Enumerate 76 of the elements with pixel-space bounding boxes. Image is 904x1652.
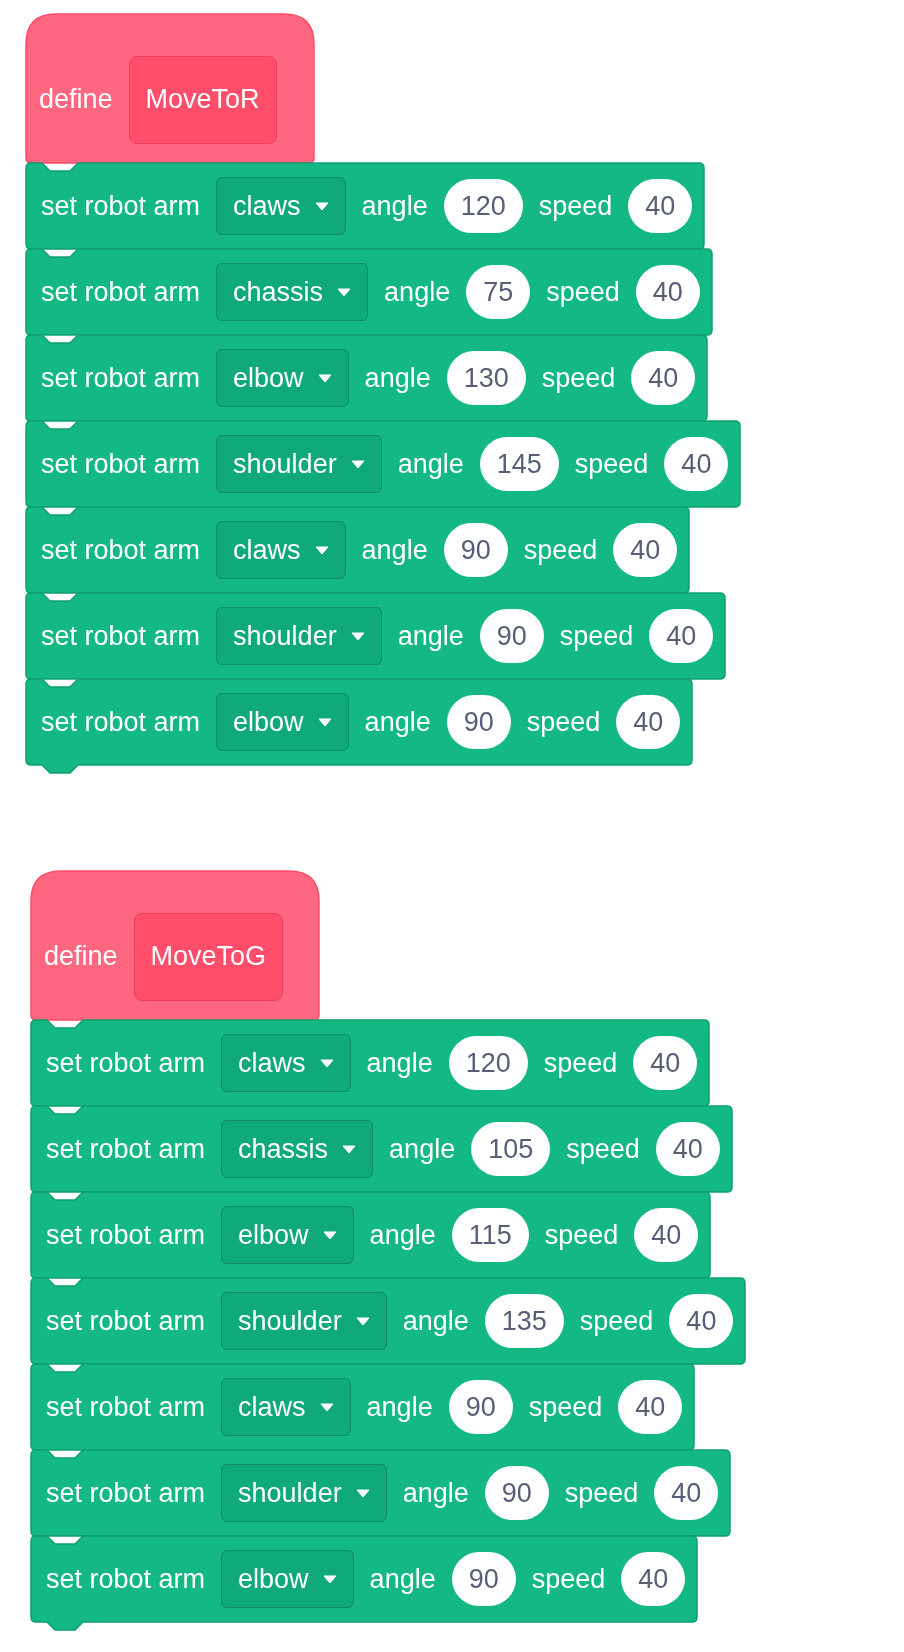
block-label: speed bbox=[543, 1047, 618, 1079]
dropdown-menu: shoulder bbox=[216, 607, 382, 665]
dropdown-menu: chassis bbox=[216, 263, 369, 321]
block-label: angle bbox=[361, 534, 428, 566]
block-label: angle bbox=[369, 1563, 436, 1595]
procedure-name-label: MoveToR bbox=[128, 55, 277, 144]
block-label: set robot arm bbox=[46, 1047, 206, 1079]
command-block bbox=[26, 421, 741, 507]
command-block bbox=[31, 1278, 746, 1364]
block-label: speed bbox=[538, 190, 613, 222]
block-label: define bbox=[44, 941, 118, 972]
block-label: set robot arm bbox=[46, 1477, 206, 1509]
dropdown-menu: claws bbox=[221, 1378, 351, 1436]
block-label: speed bbox=[526, 706, 601, 738]
command-block bbox=[26, 335, 708, 421]
dropdown-menu: elbow bbox=[216, 349, 349, 407]
block-label: speed bbox=[564, 1477, 639, 1509]
block-label: set robot arm bbox=[41, 534, 201, 566]
block-label: set robot arm bbox=[41, 362, 201, 394]
block-label: define bbox=[39, 84, 113, 115]
dropdown-menu: chassis bbox=[221, 1120, 374, 1178]
block-label: angle bbox=[366, 1391, 433, 1423]
block-label: angle bbox=[402, 1305, 469, 1337]
block-label: angle bbox=[364, 362, 431, 394]
command-block bbox=[31, 1020, 710, 1106]
block-label: speed bbox=[523, 534, 598, 566]
block-label: set robot arm bbox=[41, 276, 201, 308]
block-label: set robot arm bbox=[41, 706, 201, 738]
block-label: set robot arm bbox=[46, 1133, 206, 1165]
dropdown-menu: claws bbox=[216, 521, 346, 579]
block-label: angle bbox=[361, 190, 428, 222]
block-label: angle bbox=[389, 1133, 456, 1165]
command-block bbox=[26, 507, 690, 593]
dropdown-menu: elbow bbox=[216, 693, 349, 751]
command-block bbox=[31, 1192, 711, 1278]
block-label: speed bbox=[541, 362, 616, 394]
dropdown-menu: shoulder bbox=[221, 1464, 387, 1522]
procedure-name-label: MoveToG bbox=[133, 912, 284, 1001]
block-label: speed bbox=[566, 1133, 640, 1165]
dropdown-menu: elbow bbox=[221, 1550, 354, 1608]
block-label: speed bbox=[531, 1563, 606, 1595]
block-label: angle bbox=[364, 706, 431, 738]
define-hat-block bbox=[26, 14, 314, 163]
block-label: set robot arm bbox=[41, 448, 201, 480]
block-label: angle bbox=[402, 1477, 469, 1509]
block-label: angle bbox=[369, 1219, 436, 1251]
block-label: speed bbox=[546, 276, 620, 308]
command-block bbox=[26, 593, 726, 679]
block-label: set robot arm bbox=[46, 1219, 206, 1251]
block-label: speed bbox=[574, 448, 649, 480]
command-block bbox=[31, 1364, 695, 1450]
block-label: set robot arm bbox=[46, 1563, 206, 1595]
command-block bbox=[31, 1106, 732, 1192]
block-label: angle bbox=[366, 1047, 433, 1079]
block-label: speed bbox=[544, 1219, 619, 1251]
dropdown-menu: shoulder bbox=[216, 435, 382, 493]
command-block bbox=[26, 249, 712, 335]
block-label: speed bbox=[528, 1391, 603, 1423]
block-label: angle bbox=[384, 276, 451, 308]
block-label: angle bbox=[397, 620, 464, 652]
block-label: speed bbox=[579, 1305, 654, 1337]
dropdown-menu: claws bbox=[216, 177, 346, 235]
dropdown-menu: shoulder bbox=[221, 1292, 387, 1350]
block-label: set robot arm bbox=[46, 1305, 206, 1337]
block-label: set robot arm bbox=[46, 1391, 206, 1423]
define-hat-block bbox=[31, 871, 319, 1020]
block-label: angle bbox=[397, 448, 464, 480]
dropdown-menu: claws bbox=[221, 1034, 351, 1092]
block-label: set robot arm bbox=[41, 620, 201, 652]
command-block bbox=[31, 1536, 698, 1632]
command-block bbox=[31, 1450, 731, 1536]
block-label: set robot arm bbox=[41, 190, 201, 222]
block-label: speed bbox=[559, 620, 634, 652]
command-block bbox=[26, 679, 693, 775]
command-block bbox=[26, 163, 705, 249]
dropdown-menu: elbow bbox=[221, 1206, 354, 1264]
